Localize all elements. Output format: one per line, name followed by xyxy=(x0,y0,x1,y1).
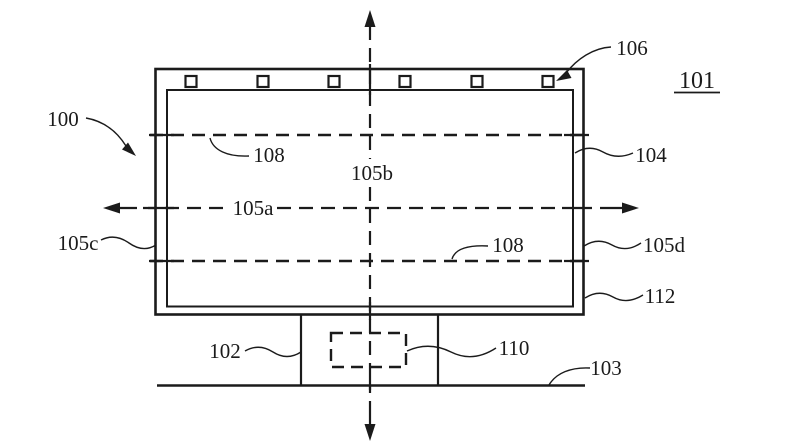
sensor-square-2 xyxy=(256,74,270,89)
sensor-square-1 xyxy=(184,74,198,89)
leader-110 xyxy=(406,345,497,358)
label-104: 104 xyxy=(635,143,667,167)
label-103: 103 xyxy=(590,356,622,380)
leader-112 xyxy=(584,292,644,302)
label-105d: 105d xyxy=(643,233,686,257)
leader-106-arrowhead xyxy=(556,70,572,81)
label-105b: 105b xyxy=(351,161,393,185)
sensor-square-5 xyxy=(470,74,484,89)
label-100: 100 xyxy=(47,107,79,131)
stand-internal-module xyxy=(329,331,408,369)
leader-100 xyxy=(85,117,127,147)
label-105a: 105a xyxy=(233,196,275,220)
label-101: 101 xyxy=(679,68,715,94)
leader-100-arrowhead xyxy=(122,142,136,156)
label-110: 110 xyxy=(499,336,530,360)
leader-106 xyxy=(565,46,612,74)
label-108-lower: 108 xyxy=(492,233,524,257)
leader-105c xyxy=(100,236,157,250)
sensor-square-6 xyxy=(541,74,555,89)
axis-right-arrowhead xyxy=(622,202,639,214)
label-112: 112 xyxy=(645,284,676,308)
leader-104 xyxy=(574,147,634,157)
leader-108-lower xyxy=(451,245,489,260)
sensor-square-3 xyxy=(327,74,341,89)
label-102: 102 xyxy=(209,339,241,363)
leader-105d xyxy=(583,240,642,250)
label-108-upper: 108 xyxy=(253,143,285,167)
label-106: 106 xyxy=(616,36,648,60)
axis-top-arrowhead xyxy=(364,10,376,27)
leader-108-upper xyxy=(209,137,250,157)
axis-left-arrowhead xyxy=(103,202,120,214)
leader-103 xyxy=(548,367,591,386)
sensor-square-4 xyxy=(398,74,412,89)
axis-bottom-arrowhead xyxy=(364,424,376,441)
label-105c: 105c xyxy=(58,231,99,255)
leader-102 xyxy=(244,346,302,358)
